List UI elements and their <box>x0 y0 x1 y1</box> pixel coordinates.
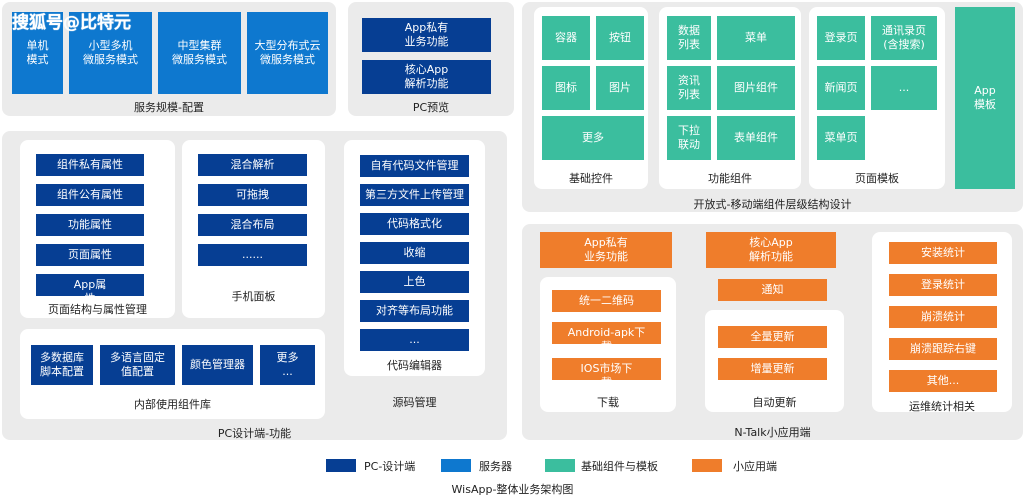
func-item-news-list: 资讯 列表 <box>667 66 711 110</box>
tmpl-item-menu-page: 菜单页 <box>817 116 865 160</box>
dl-item-ios: IOS市场下 载 <box>552 358 661 380</box>
legend-label-pc: PC-设计端 <box>364 460 416 473</box>
update-item-incremental: 增量更新 <box>718 358 827 380</box>
diagram-footer-title: WisApp-整体业务架构图 <box>451 483 574 496</box>
page-structure-caption: 页面结构与属性管理 <box>48 303 147 316</box>
server-scale-caption: 服务规模-配置 <box>134 101 204 114</box>
ps-item-app-attr: App属 性 <box>36 274 144 296</box>
dl-item-qrcode: 统一二维码 <box>552 290 661 312</box>
lib-item-multi-lang: 多语言固定 值配置 <box>100 345 175 385</box>
lib-item-multi-db: 多数据库 脚本配置 <box>31 345 93 385</box>
code-item-ellipsis: ... <box>360 329 469 351</box>
code-editor-caption: 代码编辑器 <box>387 359 442 372</box>
phone-item-draggable: 可拖拽 <box>198 184 307 206</box>
ntalk-caption: N-Talk小应用端 <box>734 426 811 439</box>
basic-item-image: 图片 <box>596 66 644 110</box>
legend-swatch-server <box>441 459 471 472</box>
legend-label-mini: 小应用端 <box>733 460 777 473</box>
ps-item-page-attr: 页面属性 <box>36 244 144 266</box>
legend-swatch-basic <box>545 459 575 472</box>
code-item-third-party: 第三方文件上传管理 <box>360 184 469 206</box>
phone-item-mixed-layout: 混合布局 <box>198 214 307 236</box>
func-item-form-component: 表单组件 <box>717 116 795 160</box>
source-management-caption: 源码管理 <box>392 396 437 409</box>
code-item-collapse: 收缩 <box>360 242 469 264</box>
phone-item-mixed-parse: 混合解析 <box>198 154 307 176</box>
ops-item-other: 其他... <box>889 370 997 392</box>
legend-swatch-mini <box>692 459 722 472</box>
basic-controls-caption: 基础控件 <box>569 172 613 185</box>
app-template-box: App 模板 <box>955 7 1015 189</box>
code-item-own-files: 自有代码文件管理 <box>360 155 469 177</box>
auto-update-caption: 自动更新 <box>752 396 797 409</box>
download-caption: 下载 <box>597 396 619 409</box>
server-box-standalone: 单机 模式 <box>12 12 63 94</box>
phone-item-ellipsis: ...... <box>198 244 307 266</box>
pc-preview-caption: PC预览 <box>412 101 450 114</box>
ps-item-function-attr: 功能属性 <box>36 214 144 236</box>
watermark: 搜狐号@比特元 <box>12 13 131 33</box>
server-box-medium: 中型集群 微服务模式 <box>158 12 241 94</box>
functional-components-caption: 功能组件 <box>708 172 752 185</box>
ops-item-login: 登录统计 <box>889 274 997 296</box>
tmpl-item-contacts: 通讯录页 (含搜索) <box>871 16 937 60</box>
internal-lib-caption: 内部使用组件库 <box>134 398 211 411</box>
func-item-image-component: 图片组件 <box>717 66 795 110</box>
code-item-format: 代码格式化 <box>360 213 469 235</box>
func-item-cascade: 下拉 联动 <box>667 116 711 160</box>
basic-item-container: 容器 <box>542 16 590 60</box>
basic-item-button: 按钮 <box>596 16 644 60</box>
ops-item-install: 安装统计 <box>889 242 997 264</box>
pc-design-caption: PC设计端-功能 <box>217 427 292 440</box>
update-notify: 通知 <box>718 279 827 301</box>
update-item-full: 全量更新 <box>718 326 827 348</box>
code-item-highlight: 上色 <box>360 271 469 293</box>
ops-item-crash-trace: 崩溃跟踪右键 <box>889 338 997 360</box>
server-box-large: 大型分布式云 微服务模式 <box>247 12 328 94</box>
code-item-align-layout: 对齐等布局功能 <box>360 300 469 322</box>
ps-item-public-attr: 组件公有属性 <box>36 184 144 206</box>
ps-item-private-attr: 组件私有属性 <box>36 154 144 176</box>
page-templates-caption: 页面模板 <box>855 172 899 185</box>
lib-item-more: 更多 ... <box>260 345 315 385</box>
dl-item-android: Android-apk下 载 <box>552 322 661 344</box>
legend-label-basic: 基础组件与模板 <box>581 460 658 473</box>
open-mobile-caption: 开放式-移动端组件层级结构设计 <box>693 198 852 211</box>
ops-stats-caption: 运维统计相关 <box>909 400 975 413</box>
basic-item-icon: 图标 <box>542 66 590 110</box>
ntalk-app-private: App私有 业务功能 <box>540 232 672 268</box>
tmpl-item-login: 登录页 <box>817 16 865 60</box>
tmpl-item-more: ... <box>871 66 937 110</box>
basic-item-more: 更多 <box>542 116 644 160</box>
func-item-menu: 菜单 <box>717 16 795 60</box>
legend-swatch-pc <box>326 459 356 472</box>
legend-label-server: 服务器 <box>479 460 512 473</box>
server-box-small: 小型多机 微服务模式 <box>69 12 152 94</box>
tmpl-item-news: 新闻页 <box>817 66 865 110</box>
ntalk-core-parse: 核心App 解析功能 <box>706 232 836 268</box>
func-item-data-list: 数据 列表 <box>667 16 711 60</box>
lib-item-color-manager: 颜色管理器 <box>182 345 253 385</box>
phone-panel-caption: 手机面板 <box>231 290 276 303</box>
pc-preview-core-parse: 核心App 解析功能 <box>362 60 491 94</box>
pc-preview-app-private: App私有 业务功能 <box>362 18 491 52</box>
ops-item-crash: 崩溃统计 <box>889 306 997 328</box>
